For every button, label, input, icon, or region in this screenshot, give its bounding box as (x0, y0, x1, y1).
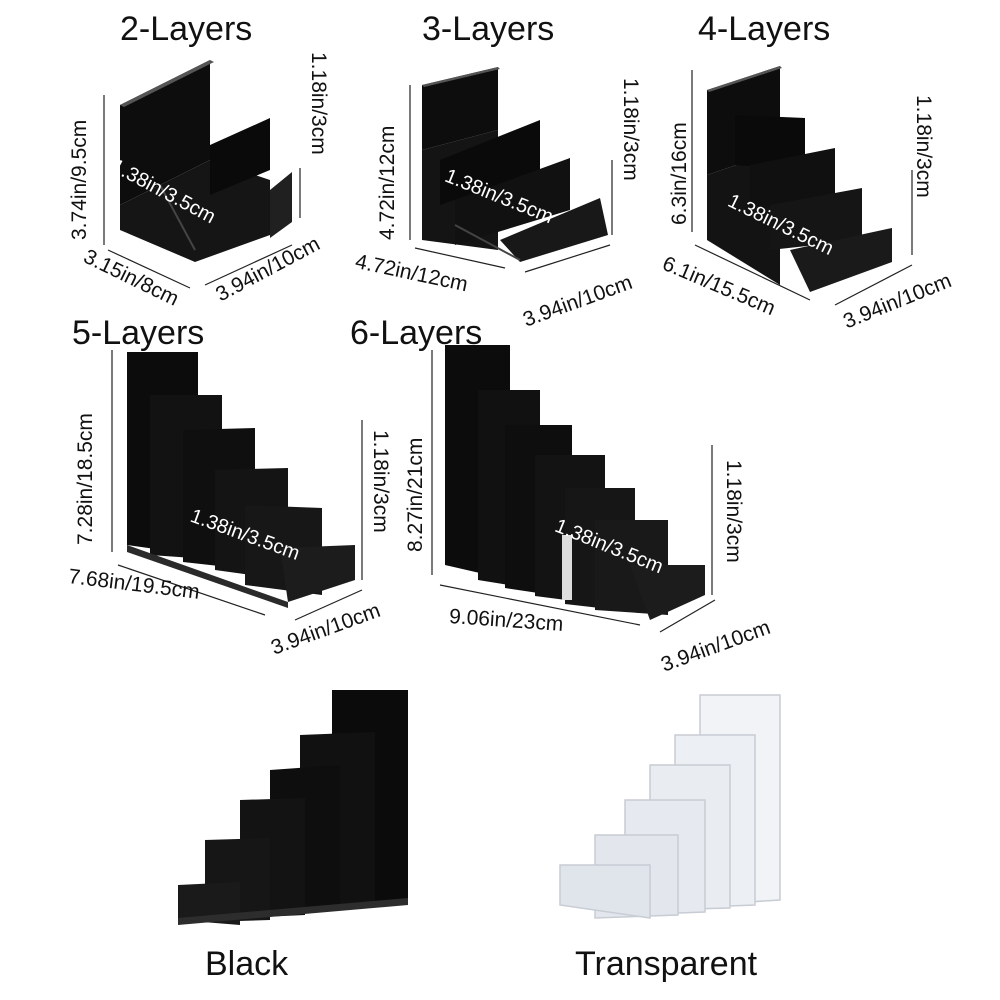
product-image-4-layers (691, 66, 913, 306)
dim-step-height-6-layers: 1.18in/3cm (722, 460, 745, 563)
dim-height-5-layers: 7.28in/18.5cm (74, 413, 97, 545)
dim-step-height-5-layers: 1.18in/3cm (369, 430, 392, 533)
product-image-2-layers (103, 60, 301, 289)
dim-step-height-3-layers: 1.18in/3cm (619, 78, 642, 181)
dim-height-3-layers: 4.72in/12cm (376, 125, 399, 240)
product-image-5-layers (111, 350, 363, 621)
title-5-layers: 5-Layers (72, 314, 205, 352)
title-3-layers: 3-Layers (422, 10, 555, 48)
dim-height-2-layers: 3.74in/9.5cm (68, 119, 91, 240)
title-2-layers: 2-Layers (120, 10, 253, 48)
product-image-transparent (559, 694, 781, 919)
caption-transparent: Transparent (575, 945, 758, 983)
dim-step-height-4-layers: 1.18in/3cm (912, 95, 935, 198)
product-image-3-layers (409, 67, 613, 273)
product-image-black (178, 690, 408, 925)
dim-height-4-layers: 6.3in/16cm (668, 122, 691, 225)
product-image-6-layers (431, 345, 716, 633)
dim-height-6-layers: 8.27in/21cm (404, 437, 427, 552)
caption-black: Black (205, 945, 289, 983)
title-4-layers: 4-Layers (698, 10, 831, 48)
dim-step-height-2-layers: 1.18in/3cm (307, 52, 330, 155)
